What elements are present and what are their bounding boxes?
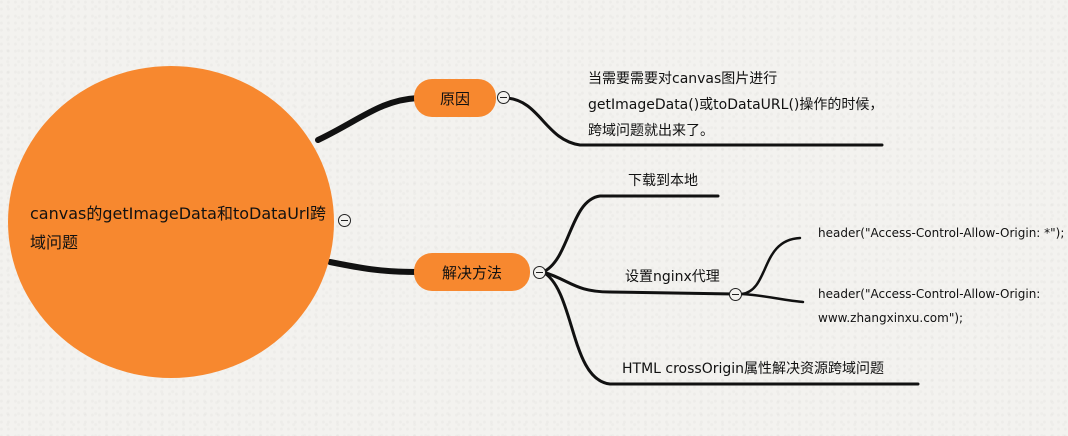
collapse-minus-icon[interactable] bbox=[497, 91, 510, 104]
node-reason[interactable]: 原因 bbox=[414, 79, 496, 117]
reason-note: 当需要需要对canvas图片进行 getImageData()或toDataUR… bbox=[588, 66, 883, 144]
link-nginx-header-all bbox=[740, 236, 802, 296]
link-solution-nginx bbox=[541, 270, 736, 296]
reason-note-line: getImageData()或toDataURL()操作的时候， bbox=[588, 97, 884, 113]
link-solution-crossorigin bbox=[541, 270, 920, 386]
collapse-minus-icon[interactable] bbox=[729, 288, 742, 301]
nginx-header-site[interactable]: header("Access-Control-Allow-Origin: www… bbox=[818, 282, 1040, 330]
collapse-minus-icon[interactable] bbox=[533, 266, 546, 279]
reason-note-line: 当需要需要对canvas图片进行 bbox=[588, 71, 778, 87]
node-solution[interactable]: 解决方法 bbox=[414, 253, 530, 291]
node-solution-label: 解决方法 bbox=[441, 263, 502, 282]
link-root-solution bbox=[327, 259, 421, 275]
collapse-minus-icon[interactable] bbox=[338, 214, 351, 227]
reason-note-line: 跨域问题就出来了。 bbox=[588, 123, 714, 139]
nginx-header-all[interactable]: header("Access-Control-Allow-Origin: *")… bbox=[818, 226, 1065, 240]
item-nginx[interactable]: 设置nginx代理 bbox=[625, 269, 720, 285]
link-reason-note bbox=[504, 96, 884, 147]
item-crossorigin[interactable]: HTML crossOrigin属性解决资源跨域问题 bbox=[622, 361, 885, 377]
item-download[interactable]: 下载到本地 bbox=[628, 173, 698, 189]
nginx-header-site-line: www.zhangxinxu.com"); bbox=[818, 311, 964, 325]
link-nginx-header-site bbox=[740, 292, 805, 304]
root-node[interactable] bbox=[8, 66, 334, 378]
node-reason-label: 原因 bbox=[439, 89, 470, 108]
root-title: canvas的getImageData和toDataUrl跨域问题 bbox=[30, 204, 326, 252]
link-root-reason bbox=[315, 95, 421, 143]
nginx-header-site-line: header("Access-Control-Allow-Origin: bbox=[818, 287, 1041, 301]
link-solution-download bbox=[541, 194, 720, 274]
